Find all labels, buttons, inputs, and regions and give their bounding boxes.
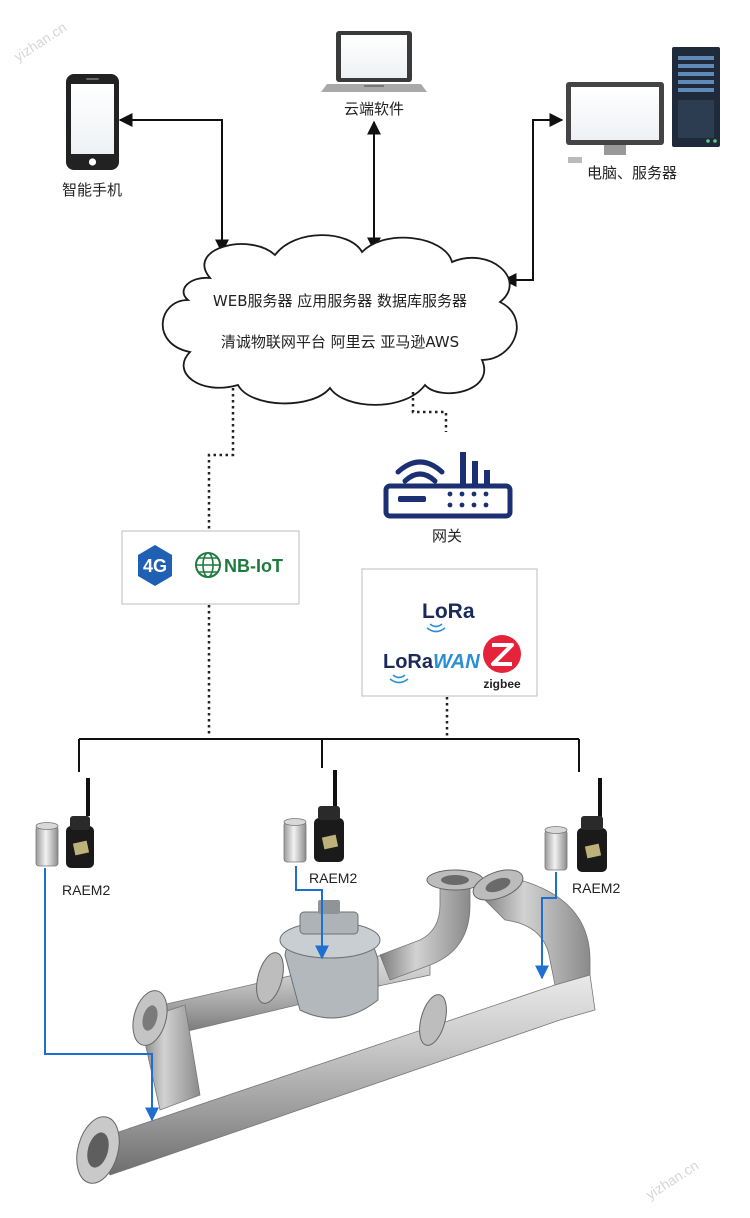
pc-server-label: 电脑、服务器: [587, 164, 677, 182]
cloud-text-line2: 清诚物联网平台 阿里云 亚马逊AWS: [221, 333, 459, 351]
smartphone-icon: [66, 74, 119, 170]
phone-cloud-link: [118, 113, 229, 254]
laptop-icon: [321, 31, 427, 92]
cloud-shape: [161, 234, 518, 406]
signal-arrow-middle: [295, 866, 329, 960]
nbiot-globe-icon: [195, 552, 221, 578]
raem2-sensor-middle-icon: [283, 770, 344, 863]
lorawan-text: LoRaWAN: [383, 651, 480, 673]
raem2-sensor-right-icon: [544, 778, 607, 872]
lorawan-text-a: LoRa: [383, 651, 434, 673]
cloud-cellular-link: [207, 388, 235, 532]
4g-logo-icon: 4G: [138, 545, 172, 586]
sensor-bus: [78, 738, 580, 772]
watermark-text: yizhan.cn: [11, 19, 69, 65]
zigbee-logo-icon: [483, 635, 521, 673]
computer-server-icon: [566, 47, 720, 163]
raem2-right-label: RAEM2: [572, 880, 620, 896]
lora-text: LoRa: [422, 600, 475, 623]
zigbee-text: zigbee: [483, 677, 521, 691]
signal-arrow-left: [44, 868, 159, 1122]
raem2-sensor-left-icon: [35, 778, 94, 868]
4g-text: 4G: [143, 556, 167, 576]
gateway-label: 网关: [432, 527, 462, 545]
raem2-middle-label: RAEM2: [309, 870, 357, 886]
cloud-software-label: 云端软件: [344, 100, 404, 118]
nbiot-text: NB-IoT: [224, 556, 283, 576]
signal-arrow-right: [535, 872, 557, 980]
gateway-router-icon: [383, 452, 513, 519]
watermark-bottom-right: yizhan.cn: [643, 1157, 701, 1203]
lorawan-text-b: WAN: [433, 651, 480, 673]
watermark-text: yizhan.cn: [643, 1157, 701, 1203]
pc-cloud-link: [502, 113, 564, 287]
lorawan-signal-icon: [389, 674, 409, 684]
watermark-top-left: yizhan.cn: [11, 19, 69, 65]
lora-signal-icon: [426, 623, 446, 633]
pipeline-illustration: [76, 869, 596, 1184]
lpwan-box: [361, 568, 538, 697]
cloud-gateway-link: [411, 392, 448, 432]
smartphone-label: 智能手机: [62, 181, 122, 199]
cloud-text-line1: WEB服务器 应用服务器 数据库服务器: [213, 292, 467, 310]
raem2-left-label: RAEM2: [62, 882, 110, 898]
